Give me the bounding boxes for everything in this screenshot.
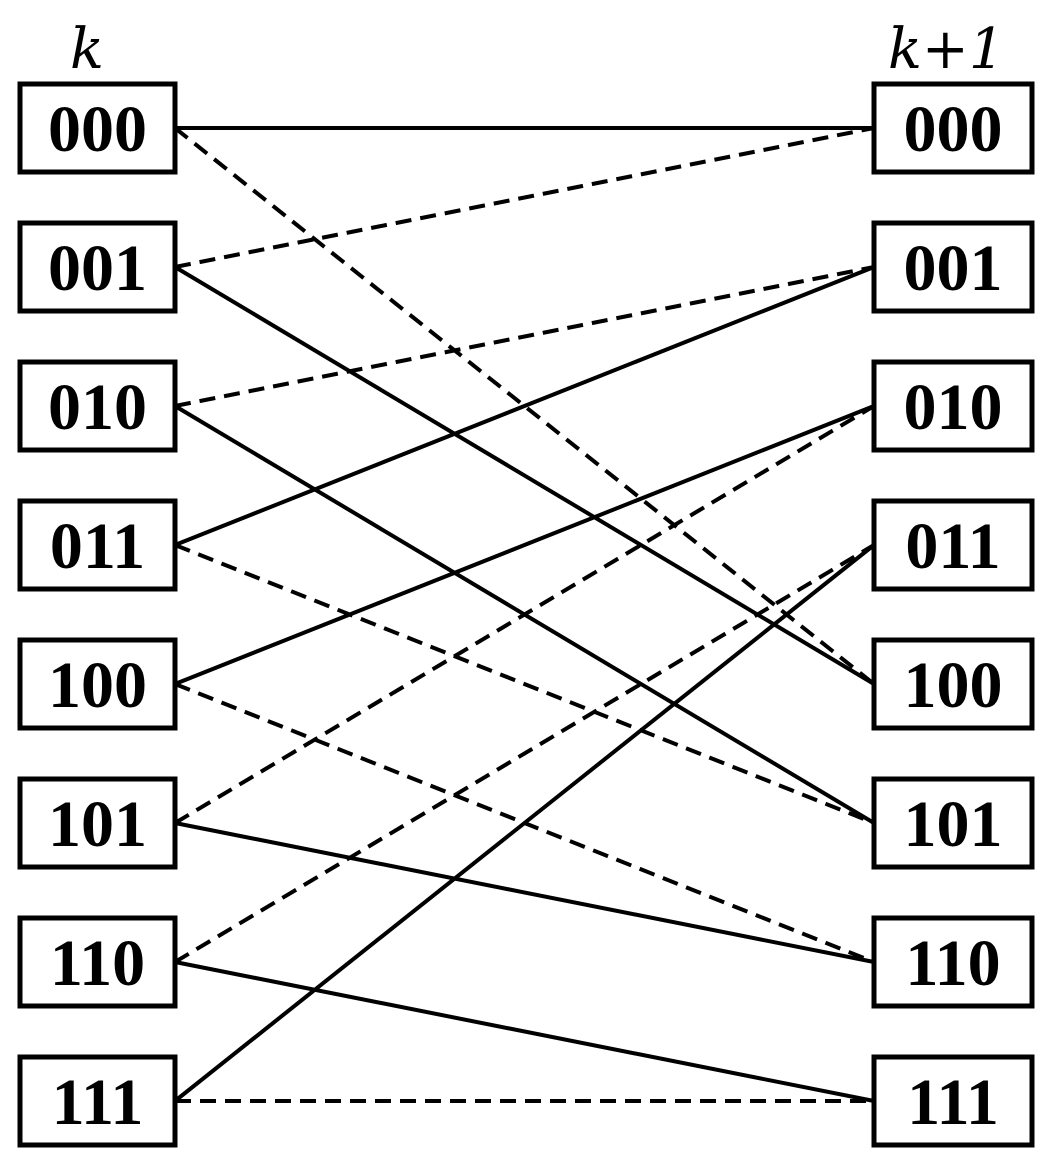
transition-edges: [173, 126, 876, 1103]
left-state-011: 011: [17, 498, 178, 592]
edge-011-to-101-dashed: [174, 543, 875, 825]
left-state-110: 110: [17, 915, 178, 1009]
left-state-box: [17, 637, 178, 731]
right-state-label: 001: [904, 232, 1003, 305]
right-state-box: [871, 1054, 1035, 1148]
right-state-000: 000: [871, 81, 1035, 175]
right-column-label: k+1: [888, 17, 1004, 82]
right-state-label: 111: [907, 1066, 999, 1139]
left-state-box: [17, 359, 178, 453]
left-state-label: 110: [50, 927, 145, 1000]
left-state-label: 100: [48, 649, 147, 722]
right-state-111: 111: [871, 1054, 1035, 1148]
right-state-box: [871, 359, 1035, 453]
edge-001-to-000-dashed: [174, 126, 875, 269]
left-state-column: 000 001 010 011 100 101 110 111: [17, 81, 178, 1148]
edge-110-to-011-dashed: [173, 543, 876, 964]
edge-100-to-010-solid: [174, 404, 875, 686]
left-state-111: 111: [17, 1054, 178, 1148]
right-state-box: [871, 915, 1035, 1009]
left-state-box: [17, 220, 178, 314]
right-state-001: 001: [871, 220, 1035, 314]
edge-110-to-111-solid: [174, 960, 875, 1103]
left-state-000: 000: [17, 81, 178, 175]
left-state-box: [17, 915, 178, 1009]
left-state-100: 100: [17, 637, 178, 731]
right-state-label: 101: [904, 788, 1003, 861]
right-state-100: 100: [871, 637, 1035, 731]
right-state-label: 100: [904, 649, 1003, 722]
left-state-box: [17, 81, 178, 175]
right-state-box: [871, 498, 1035, 592]
left-state-label: 000: [48, 93, 147, 166]
left-state-label: 101: [48, 788, 147, 861]
left-state-box: [17, 1054, 178, 1148]
left-state-box: [17, 776, 178, 870]
left-state-box: [17, 498, 178, 592]
right-state-box: [871, 637, 1035, 731]
right-state-010: 010: [871, 359, 1035, 453]
right-state-label: 010: [904, 371, 1003, 444]
left-state-label: 011: [50, 510, 145, 583]
right-state-label: 011: [905, 510, 1000, 583]
edge-111-to-011-solid: [173, 543, 876, 1103]
right-state-column: 000 001 010 011 100 101 110 111: [871, 81, 1035, 1148]
right-state-011: 011: [871, 498, 1035, 592]
left-state-label: 111: [52, 1066, 144, 1139]
left-state-101: 101: [17, 776, 178, 870]
right-state-box: [871, 220, 1035, 314]
edge-101-to-010-dashed: [173, 404, 876, 825]
left-column-label: k: [70, 17, 104, 82]
left-state-label: 010: [48, 371, 147, 444]
edge-011-to-001-solid: [174, 265, 875, 547]
right-state-box: [871, 81, 1035, 175]
left-state-label: 001: [48, 232, 147, 305]
right-state-box: [871, 776, 1035, 870]
right-state-110: 110: [871, 915, 1035, 1009]
edge-010-to-001-dashed: [174, 265, 875, 408]
right-state-label: 000: [904, 93, 1003, 166]
left-state-001: 001: [17, 220, 178, 314]
edge-001-to-100-solid: [173, 265, 876, 686]
edge-101-to-110-solid: [174, 821, 875, 964]
right-state-101: 101: [871, 776, 1035, 870]
left-state-010: 010: [17, 359, 178, 453]
right-state-label: 110: [905, 927, 1000, 1000]
